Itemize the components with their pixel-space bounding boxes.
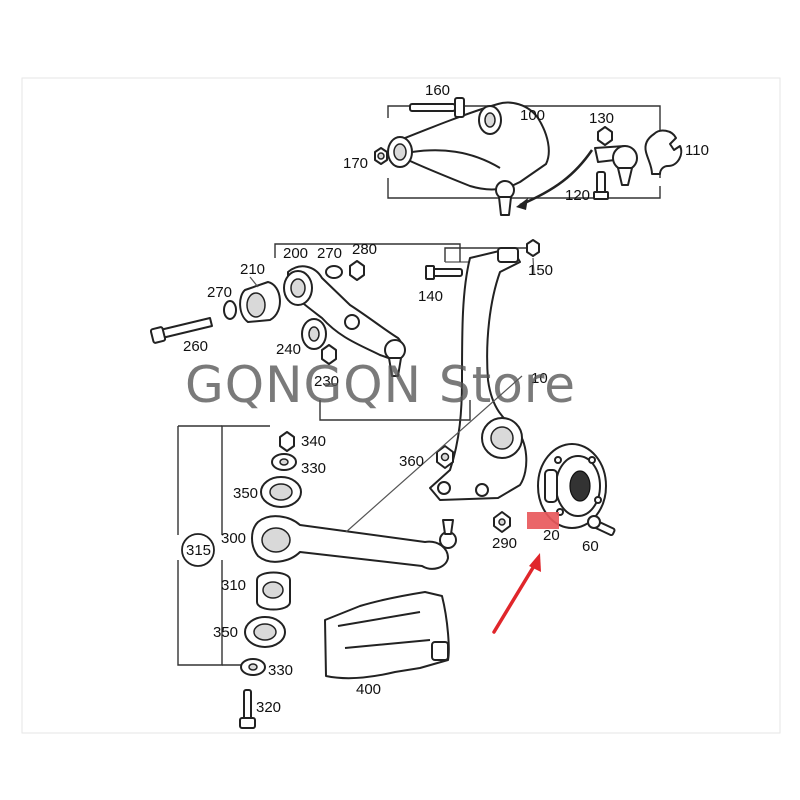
label-350-top: 350 bbox=[233, 485, 258, 502]
label-60: 60 bbox=[582, 538, 599, 555]
lower-arm-frame bbox=[274, 243, 471, 421]
label-150: 150 bbox=[528, 262, 553, 279]
label-240: 240 bbox=[276, 341, 301, 358]
highlight-marker bbox=[527, 512, 559, 529]
label-10: 10 bbox=[531, 370, 548, 387]
nut-280 bbox=[349, 260, 365, 281]
label-270-top: 270 bbox=[317, 245, 342, 262]
lower-control-arm-200 bbox=[283, 265, 406, 377]
pointer-arrow-icon bbox=[492, 553, 541, 634]
label-300: 300 bbox=[221, 530, 246, 547]
label-230: 230 bbox=[314, 373, 339, 390]
bushing-310 bbox=[256, 571, 291, 611]
label-110: 110 bbox=[685, 142, 709, 159]
watermark-text: GQNGQN Store bbox=[185, 356, 576, 414]
label-290: 290 bbox=[492, 535, 517, 552]
assembly-315-bracket bbox=[177, 425, 270, 666]
label-20: 20 bbox=[543, 527, 560, 544]
nut-340 bbox=[279, 431, 295, 452]
label-400: 400 bbox=[356, 681, 381, 698]
label-340: 340 bbox=[301, 433, 326, 450]
label-270-left: 270 bbox=[207, 284, 232, 301]
nut-290 bbox=[493, 511, 511, 533]
steering-knuckle-10 bbox=[429, 247, 528, 501]
washer-330-top bbox=[271, 453, 297, 471]
nut-230 bbox=[321, 344, 337, 365]
label-330-top: 330 bbox=[301, 460, 326, 477]
bushing-240 bbox=[301, 318, 327, 350]
bolt-140 bbox=[425, 265, 463, 280]
washer-270-left bbox=[223, 300, 237, 320]
label-315: 315 bbox=[186, 542, 211, 559]
bushing-350-bottom bbox=[244, 616, 286, 648]
wrench-icon bbox=[644, 129, 683, 175]
nut-360 bbox=[436, 445, 454, 469]
bolt-320 bbox=[239, 689, 256, 729]
bolt-60 bbox=[587, 515, 616, 537]
label-330-bottom: 330 bbox=[268, 662, 293, 679]
label-120: 120 bbox=[565, 187, 590, 204]
label-260: 260 bbox=[183, 338, 208, 355]
upper-control-arm bbox=[387, 101, 550, 216]
label-320: 320 bbox=[256, 699, 281, 716]
ball-joint-110 bbox=[594, 126, 638, 186]
label-170: 170 bbox=[343, 155, 368, 172]
label-160: 160 bbox=[425, 82, 450, 99]
nut-150 bbox=[526, 239, 540, 257]
control-arm-300 bbox=[251, 515, 457, 570]
label-360: 360 bbox=[399, 453, 424, 470]
bushing-350-top bbox=[260, 476, 302, 508]
label-200: 200 bbox=[283, 245, 308, 262]
shield-400 bbox=[324, 591, 450, 680]
label-310: 310 bbox=[221, 577, 246, 594]
bolt-260 bbox=[149, 317, 213, 344]
assembly-315-badge bbox=[181, 533, 215, 567]
label-210: 210 bbox=[240, 261, 265, 278]
nut-170 bbox=[374, 147, 388, 165]
assembly-arrowhead-upper bbox=[516, 198, 528, 210]
diagram-border bbox=[21, 77, 781, 734]
leader-lines bbox=[249, 257, 535, 533]
washer-270-top bbox=[325, 265, 343, 279]
label-350-bottom: 350 bbox=[213, 624, 238, 641]
bolt-160 bbox=[409, 97, 465, 118]
bushing-210 bbox=[239, 281, 281, 323]
washer-330-bottom bbox=[240, 658, 266, 676]
label-140: 140 bbox=[418, 288, 443, 305]
label-100: 100 bbox=[520, 107, 545, 124]
wheel-hub-20 bbox=[537, 443, 607, 529]
bolt-120 bbox=[593, 171, 609, 200]
label-280: 280 bbox=[352, 241, 377, 258]
assembly-arrow-upper bbox=[519, 149, 594, 207]
label-130: 130 bbox=[589, 110, 614, 127]
